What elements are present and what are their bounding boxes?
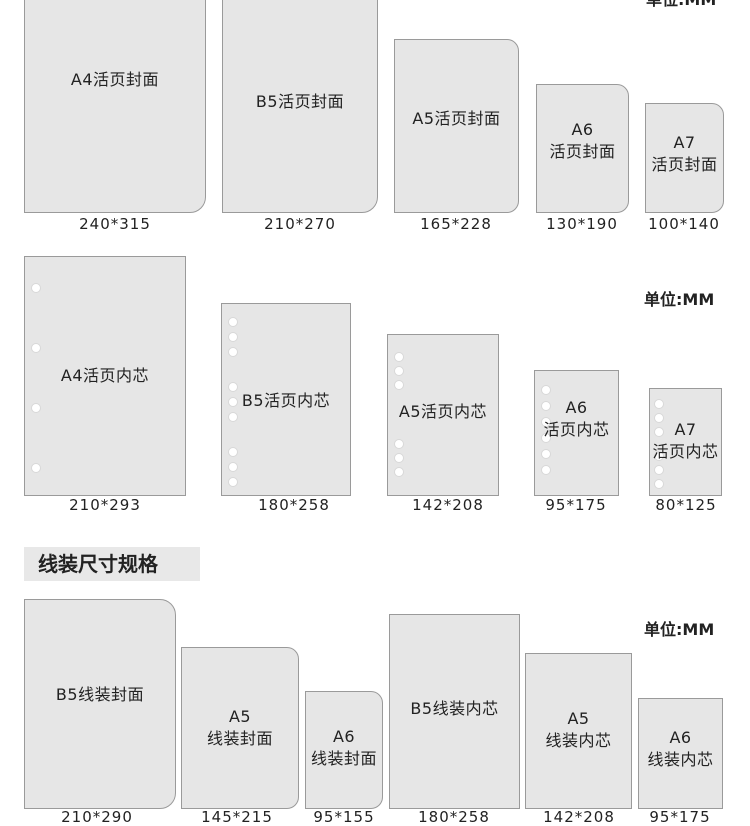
- binder-hole: [228, 347, 238, 357]
- card-label-sub: 线装封面: [310, 749, 377, 768]
- insert-card-a4: A4活页内芯: [24, 256, 186, 496]
- card-label-sub: 线装内芯: [545, 731, 612, 750]
- size-label: 240*315: [79, 215, 151, 233]
- card-label: A4活页封面: [70, 70, 160, 89]
- card-label: B5线装封面: [55, 685, 145, 704]
- card-label: A6: [571, 120, 594, 139]
- binder-hole: [654, 451, 664, 461]
- binder-hole: [228, 412, 238, 422]
- binder-hole: [541, 417, 551, 427]
- card-label: A7: [674, 420, 697, 439]
- binder-hole: [31, 343, 41, 353]
- binder-hole: [228, 317, 238, 327]
- binder-hole: [228, 382, 238, 392]
- card-label: A7: [673, 133, 696, 152]
- binder-hole: [228, 462, 238, 472]
- cover-card-a6: A6 活页封面: [536, 84, 629, 213]
- binder-hole: [394, 366, 404, 376]
- size-label: 95*155: [313, 808, 375, 826]
- size-label: 165*228: [420, 215, 492, 233]
- card-label-sub: 线装内芯: [647, 750, 714, 769]
- card-label: A4活页内芯: [60, 366, 150, 385]
- thread-cover-b5: B5线装封面: [24, 599, 176, 809]
- card-label-sub: 活页内芯: [652, 442, 719, 461]
- binder-hole: [654, 427, 664, 437]
- cover-card-a5: A5活页封面: [394, 39, 519, 213]
- cover-card-a4: A4活页封面: [24, 0, 206, 213]
- thread-cover-a6: A6 线装封面: [305, 691, 383, 809]
- binder-hole: [31, 463, 41, 473]
- card-label-sub: 活页封面: [651, 155, 718, 174]
- binder-hole: [31, 403, 41, 413]
- size-label: 210*290: [61, 808, 133, 826]
- card-label: A5活页内芯: [398, 402, 488, 421]
- cover-card-b5: B5活页封面: [222, 0, 378, 213]
- binder-hole: [228, 477, 238, 487]
- size-label: 180*258: [418, 808, 490, 826]
- card-label: A5活页封面: [412, 109, 501, 128]
- insert-card-b5: B5活页内芯: [221, 303, 351, 496]
- binder-hole: [394, 352, 404, 362]
- size-label: 95*175: [545, 496, 607, 514]
- thread-cover-a5: A5 线装封面: [181, 647, 299, 809]
- card-label: B5活页封面: [255, 92, 345, 111]
- section-title-thread-binding: 线装尺寸规格: [24, 547, 200, 581]
- size-label: 95*175: [649, 808, 711, 826]
- size-label: 180*258: [258, 496, 330, 514]
- size-label: 80*125: [655, 496, 717, 514]
- card-label: B5活页内芯: [241, 391, 331, 410]
- binder-hole: [541, 401, 551, 411]
- size-label: 210*270: [264, 215, 336, 233]
- size-label: 142*208: [412, 496, 484, 514]
- size-label: 145*215: [201, 808, 273, 826]
- thread-insert-a5: A5 线装内芯: [525, 653, 632, 809]
- card-label-sub: 活页封面: [549, 142, 616, 161]
- binder-hole: [394, 467, 404, 477]
- binder-hole: [394, 439, 404, 449]
- card-label: A5: [228, 707, 252, 726]
- binder-hole: [228, 332, 238, 342]
- binder-hole: [394, 380, 404, 390]
- size-label: 142*208: [543, 808, 615, 826]
- binder-hole: [541, 433, 551, 443]
- thread-insert-a6: A6 线装内芯: [638, 698, 723, 809]
- unit-label-top: 单位:MM: [646, 0, 716, 10]
- binder-hole: [31, 283, 41, 293]
- card-label: A6: [565, 398, 588, 417]
- insert-card-a5: A5活页内芯: [387, 334, 499, 496]
- thread-insert-b5: B5线装内芯: [389, 614, 520, 809]
- unit-label: 单位:MM: [644, 290, 715, 309]
- binder-hole: [654, 465, 664, 475]
- binder-hole: [541, 449, 551, 459]
- unit-label: 单位:MM: [644, 620, 715, 639]
- insert-card-a7: A7 活页内芯: [649, 388, 722, 496]
- binder-hole: [228, 447, 238, 457]
- binder-hole: [394, 453, 404, 463]
- size-label: 100*140: [648, 215, 720, 233]
- card-label: B5线装内芯: [410, 699, 499, 718]
- binder-hole: [654, 399, 664, 409]
- binder-hole: [654, 413, 664, 423]
- insert-card-a6: A6 活页内芯: [534, 370, 619, 496]
- binder-hole: [654, 479, 664, 489]
- size-label: 210*293: [69, 496, 141, 514]
- binder-hole: [541, 385, 551, 395]
- cover-card-a7: A7 活页封面: [645, 103, 724, 213]
- card-label-sub: 线装封面: [206, 729, 273, 748]
- binder-hole: [541, 465, 551, 475]
- size-label: 130*190: [546, 215, 618, 233]
- card-label: A6: [669, 728, 692, 747]
- binder-hole: [228, 397, 238, 407]
- card-label-sub: 活页内芯: [543, 420, 610, 439]
- card-label: A6: [332, 727, 356, 746]
- card-label: A5: [567, 709, 590, 728]
